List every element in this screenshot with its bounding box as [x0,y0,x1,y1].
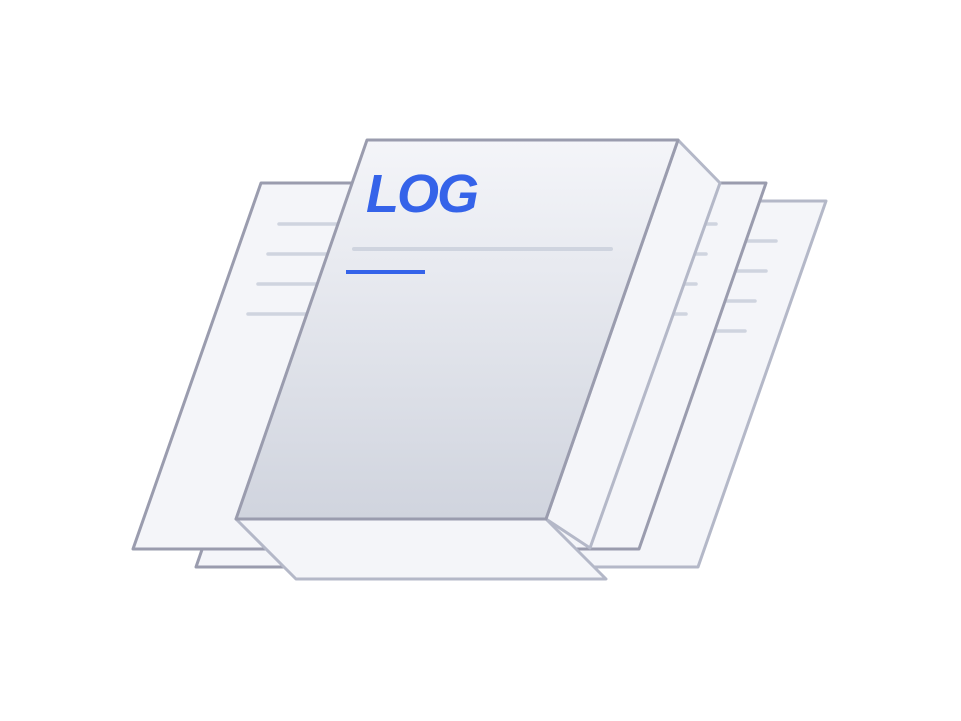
log-label: LOG [366,164,478,224]
front-sheet-fold-bottom [234,517,608,581]
front-log-sheet [234,138,680,521]
